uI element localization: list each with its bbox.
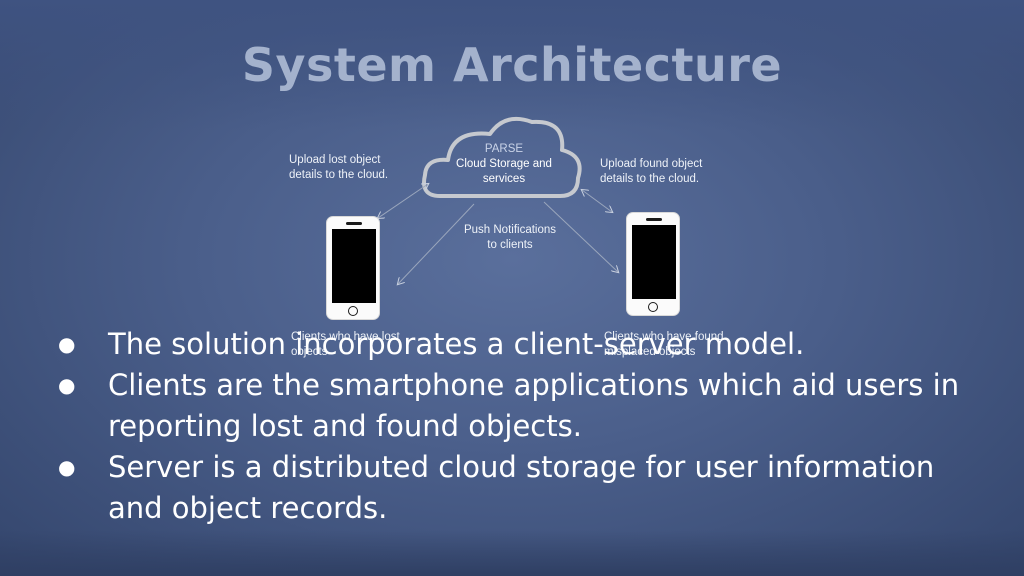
smartphone-icon-found-client xyxy=(626,212,680,316)
clients-lost-label: Clients who have lost objects xyxy=(291,331,400,358)
bullet-text: Clients are the smartphone applications … xyxy=(108,368,960,443)
background-band-bottom xyxy=(0,530,1024,576)
phone-screen xyxy=(332,229,376,303)
phone-screen xyxy=(632,225,676,299)
bullet-icon: ● xyxy=(58,455,76,479)
bullet-text: Server is a distributed cloud storage fo… xyxy=(108,450,935,525)
arrow-push-to-lost-client xyxy=(398,203,475,284)
cloud-label: Cloud Storage and services xyxy=(456,158,552,185)
clients-found-label: Clients who have found misplaced objects xyxy=(604,331,724,358)
upload-lost-label: Upload lost object details to the cloud. xyxy=(289,154,389,181)
arrow-push-to-found-client xyxy=(543,201,618,272)
phone-speaker xyxy=(646,218,662,221)
cloud-shape xyxy=(422,117,582,198)
push-notifications-label: Push Notifications to clients xyxy=(463,224,557,251)
arrow-lost-client-to-cloud xyxy=(378,184,428,218)
bullet-text: The solution incorporates a client-serve… xyxy=(108,327,805,361)
slide-title: System Architecture xyxy=(241,38,783,92)
bullet-item: ● Clients are the smartphone application… xyxy=(58,365,988,447)
cloud-heading: PARSE xyxy=(484,143,524,155)
arrow-found-client-to-cloud xyxy=(582,190,612,212)
smartphone-icon-lost-client xyxy=(326,216,380,320)
phone-speaker xyxy=(346,222,362,225)
bullet-item: ● The solution incorporates a client-ser… xyxy=(58,324,988,365)
bullet-item: ● Server is a distributed cloud storage … xyxy=(58,447,988,529)
bullet-icon: ● xyxy=(58,373,76,397)
phone-home-button xyxy=(348,306,358,316)
phone-home-button xyxy=(648,302,658,312)
bullet-icon: ● xyxy=(58,332,76,356)
upload-found-label: Upload found object details to the cloud… xyxy=(600,158,703,185)
background-band-top xyxy=(0,0,1024,130)
bullet-list: ● The solution incorporates a client-ser… xyxy=(58,324,988,529)
